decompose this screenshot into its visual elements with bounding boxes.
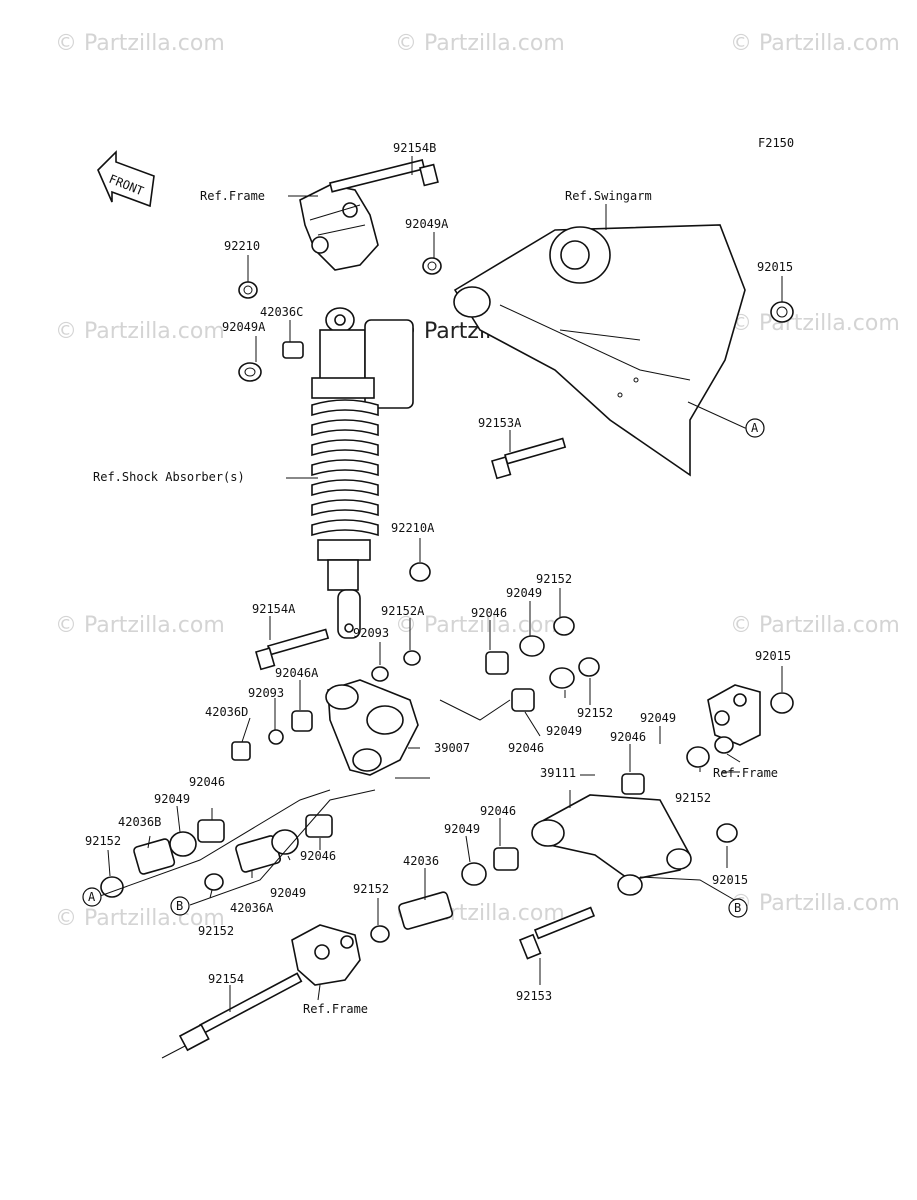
part-label: 92049 [270,886,306,900]
part-label: 92152 [536,572,572,586]
ref-frame-top: Ref.Frame [200,189,265,203]
part-label: 92152 [353,882,389,896]
lower-center-hardware [370,847,519,943]
part-label: 92049A [405,217,449,231]
watermark: © Partzilla.com [730,31,900,56]
rocker-arm-39007 [325,679,419,776]
part-label: 92153 [516,989,552,1003]
part-label: 92046 [471,606,507,620]
part-label: 92049 [154,792,190,806]
callout-b-label: B [176,899,183,913]
shock-absorber [311,307,414,639]
part-label: 92210A [391,521,435,535]
part-label: 92046 [189,775,225,789]
part-label: 92049 [546,724,582,738]
part-label: 92093 [248,686,284,700]
nut-92015-top [770,301,794,323]
part-label: 42036D [205,705,248,719]
shock-top-hardware [238,257,442,382]
bolt-92154 [161,972,303,1059]
part-label: 92046 [610,730,646,744]
left-hardware [100,814,333,898]
watermark: © Partzilla.com [55,906,225,931]
swingarm [453,224,746,477]
part-label: 92152 [198,924,234,938]
link-39111 [531,794,738,896]
ref-swingarm: Ref.Swingarm [565,189,652,203]
callout-b-left: B [170,896,190,916]
part-label: 92046 [508,741,544,755]
part-label: 92154 [208,972,244,986]
part-label: 92046A [275,666,319,680]
part-label: 92015 [712,873,748,887]
callout-a-label: A [751,421,759,435]
front-arrow-icon: FRONT [97,150,155,208]
part-label: 92152 [85,834,121,848]
part-label: 92154A [252,602,296,616]
part-label: 42036 [403,854,439,868]
bolt-92153 [518,906,596,960]
part-label: 92049 [640,711,676,725]
frame-bracket-bottom [291,924,361,986]
callout-a-label: A [88,890,96,904]
figure-code: F2150 [758,136,794,150]
bolt-92154a [255,628,330,671]
ref-shock-absorber: Ref.Shock Absorber(s) [93,470,245,484]
part-label: 92046 [300,849,336,863]
frame-bracket-right [621,684,794,795]
part-label: 92049A [222,320,266,334]
watermark: © Partzilla.com [730,311,900,336]
part-label: 92046 [480,804,516,818]
watermark: © Partzilla.com [395,31,565,56]
watermark: © Partzilla.com [55,613,225,638]
callout-a-right: A [745,418,765,438]
part-label: 39007 [434,741,470,755]
ref-frame-bottom: Ref.Frame [303,1002,368,1016]
part-label: 92015 [757,260,793,274]
callout-a-left: A [82,887,102,907]
part-label: 92152 [675,791,711,805]
part-label: 92093 [353,626,389,640]
part-label: 92152 [577,706,613,720]
part-label: 39111 [540,766,576,780]
part-label: 42036C [260,305,303,319]
part-label: 92152A [381,604,425,618]
watermarks: © Partzilla.com © Partzilla.com © Partzi… [55,31,900,931]
part-label: 92153A [478,416,522,430]
part-labels: 92154B 92049A 92210 42036C 92049A 92015 … [85,141,793,1003]
part-label: 42036A [230,901,274,915]
ref-frame-right: Ref.Frame [713,766,778,780]
watermark: © Partzilla.com [730,891,900,916]
part-label: 92210 [224,239,260,253]
watermark: © Partzilla.com [395,613,565,638]
part-label: 92154B [393,141,436,155]
part-label: 42036B [118,815,161,829]
callout-b-label: B [734,901,741,915]
watermark: © Partzilla.com [55,319,225,344]
watermark: © Partzilla.com [55,31,225,56]
part-label: 92015 [755,649,791,663]
frame-bracket-top [299,184,379,271]
middle-hardware [231,616,600,761]
callout-b-right: B [728,898,748,918]
bolt-92153a [491,437,567,480]
watermark: © Partzilla.com [730,613,900,638]
nut-92210a [409,562,431,582]
part-label: 92049 [506,586,542,600]
part-label: 92049 [444,822,480,836]
leader-lines [99,156,783,1012]
bolt-92154b [329,159,439,193]
